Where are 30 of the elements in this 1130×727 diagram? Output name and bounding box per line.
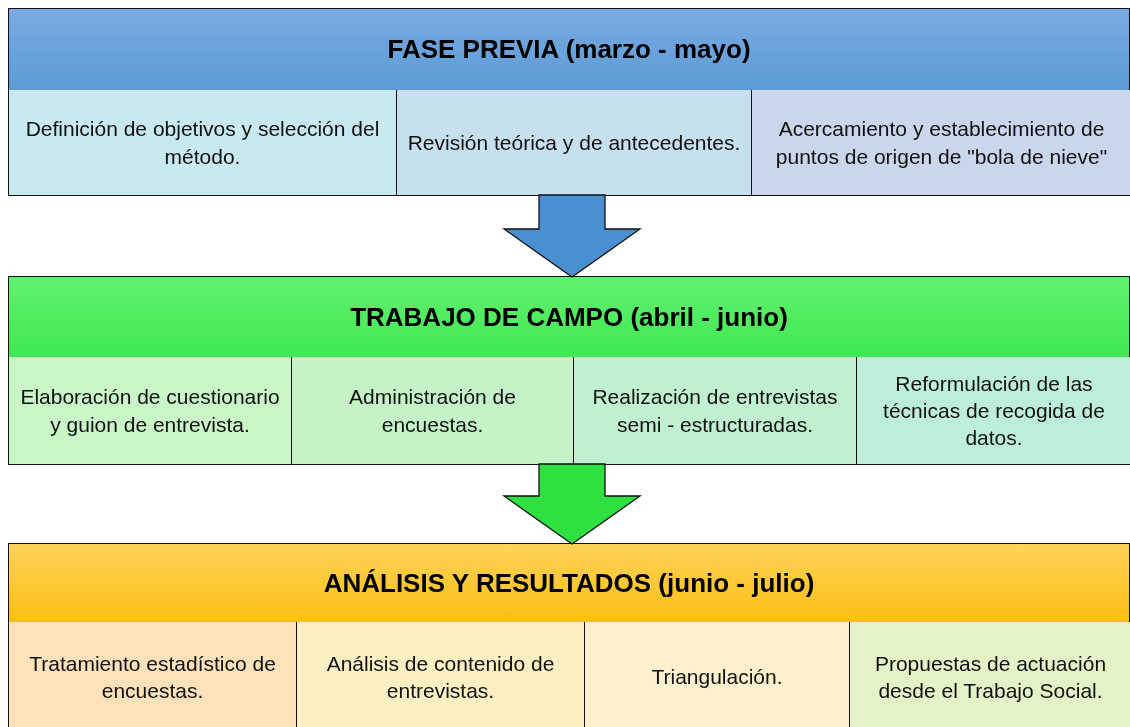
- task-text: Tratamiento estadístico de encuestas.: [28, 650, 277, 704]
- phase-band: [8, 543, 1130, 727]
- task-text: Realización de entrevistas semi - estructuradas.: [591, 384, 839, 438]
- task-text: Reformulación de las técnicas de recogida de datos.: [882, 370, 1106, 452]
- task-cell: [751, 90, 1130, 195]
- task-text: Triangulación.: [651, 664, 783, 691]
- task-text: Definición de objetivos y selección del método.: [24, 116, 381, 170]
- task-cell: [856, 357, 1130, 464]
- task-cell: [291, 357, 573, 464]
- task-cell: [573, 357, 856, 464]
- task-text: Revisión teórica y de antecedentes.: [407, 129, 741, 156]
- block-arrow: [501, 194, 643, 278]
- task-text: Propuestas de actuación desde el Trabajo Social.: [873, 650, 1108, 704]
- task-cell: [9, 357, 291, 464]
- phase-title: ANÁLISIS Y RESULTADOS (junio - julio): [323, 567, 815, 599]
- task-cell: [584, 622, 849, 727]
- phase-title: FASE PREVIA (marzo - mayo): [387, 34, 751, 65]
- phase-band: [8, 8, 1130, 196]
- phase-title: TRABAJO DE CAMPO (abril - junio): [350, 301, 788, 333]
- task-text: Análisis de contenido de entrevistas.: [325, 650, 556, 704]
- task-text: Administración de encuestas.: [348, 384, 517, 438]
- task-cell: [396, 90, 751, 195]
- task-text: Elaboración de cuestionario y guion de entrevista.: [19, 384, 281, 438]
- task-cell: [296, 622, 584, 727]
- task-cell: [9, 90, 396, 195]
- task-text: Acercamiento y establecimiento de puntos de origen de "bola de nieve": [774, 116, 1109, 170]
- task-cell: [9, 622, 296, 727]
- phase-band: [8, 276, 1130, 465]
- task-cell: [849, 622, 1130, 727]
- block-arrow: [501, 463, 643, 545]
